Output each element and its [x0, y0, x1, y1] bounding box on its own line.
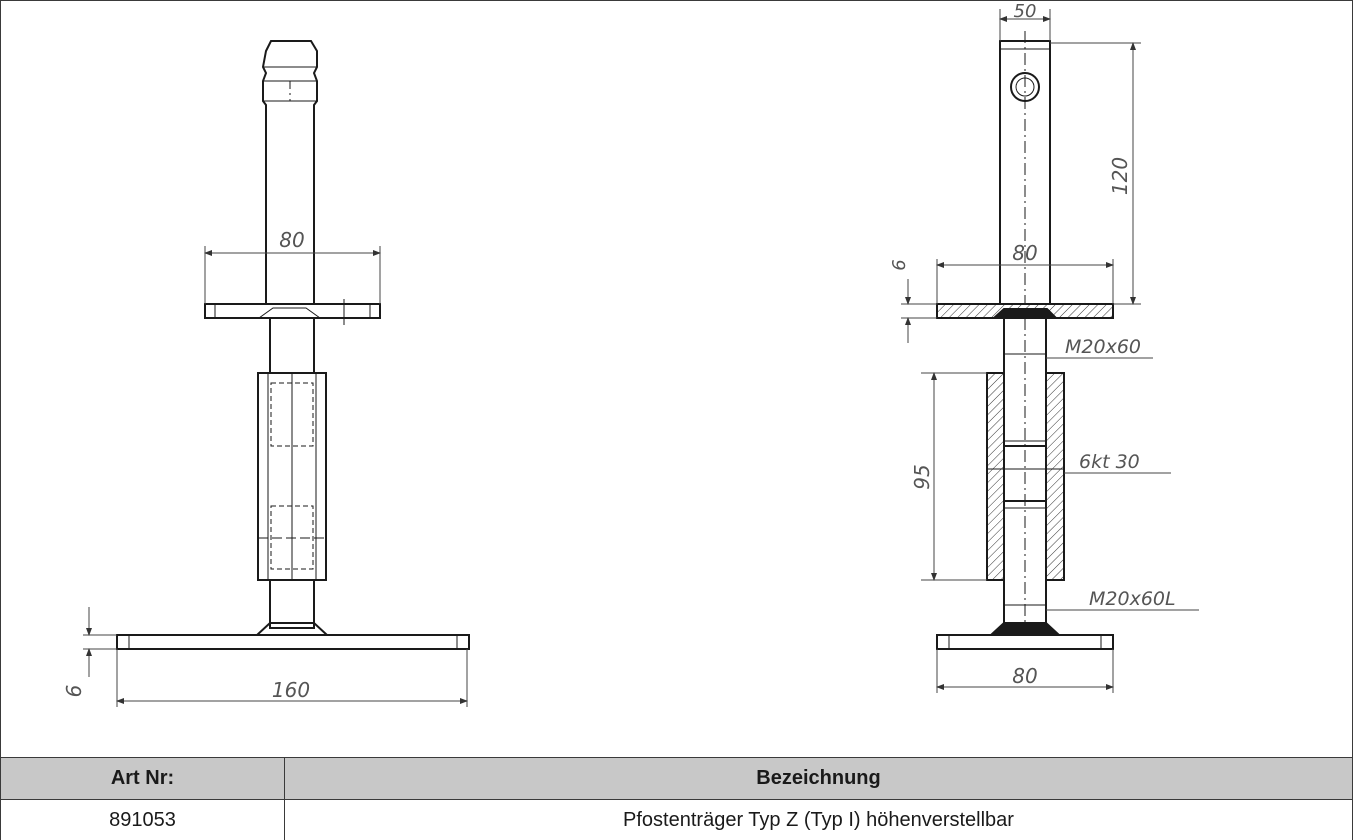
side-dim-height: 120: [1108, 157, 1132, 195]
front-view: [116, 40, 470, 650]
side-label-bolt-top: M20x60: [1065, 336, 1141, 358]
header-art-nr: Art Nr:: [1, 758, 285, 799]
front-dim-plate-top: 80: [279, 228, 304, 252]
side-label-hex: 6kt 30: [1079, 451, 1140, 473]
table-row: 891053 Pfostenträger Typ Z (Typ I) höhen…: [1, 800, 1352, 840]
cell-bezeichnung: Pfostenträger Typ Z (Typ I) höhenverstel…: [623, 808, 1014, 831]
front-top-pin: [261, 40, 318, 305]
side-upper-spindle: [1003, 317, 1047, 447]
cell-art-nr: 891053: [1, 800, 285, 840]
technical-drawing: 80 160 6: [62, 1, 1199, 707]
header-bezeichnung: Bezeichnung: [756, 767, 881, 789]
side-view: [936, 31, 1114, 650]
title-table: Art Nr: Bezeichnung 891053 Pfostenträger…: [1, 757, 1352, 840]
front-upper-spindle: [269, 317, 315, 374]
front-dim-base-width: 160: [272, 678, 310, 702]
table-header-row: Art Nr: Bezeichnung: [1, 758, 1352, 800]
side-hex-nut-right: [1045, 372, 1065, 581]
front-lower-spindle: [269, 579, 315, 629]
side-dim-plate-thickness: 6: [889, 259, 910, 270]
side-hex-nut-left: [986, 372, 1005, 581]
front-top-plate: [204, 303, 381, 319]
front-dim-base-thickness: 6: [62, 685, 86, 698]
side-label-bolt-bottom: M20x60L: [1089, 588, 1176, 610]
side-dim-plate-top: 80: [1012, 241, 1037, 265]
side-dim-top-width: 50: [1014, 1, 1037, 22]
front-dimensions: [83, 246, 468, 707]
side-dim-base-width: 80: [1012, 664, 1037, 688]
side-dimensions: [901, 9, 1199, 693]
front-base-plate: [116, 634, 470, 650]
side-dim-nut-height: 95: [910, 464, 934, 489]
side-base-plate: [936, 634, 1114, 650]
